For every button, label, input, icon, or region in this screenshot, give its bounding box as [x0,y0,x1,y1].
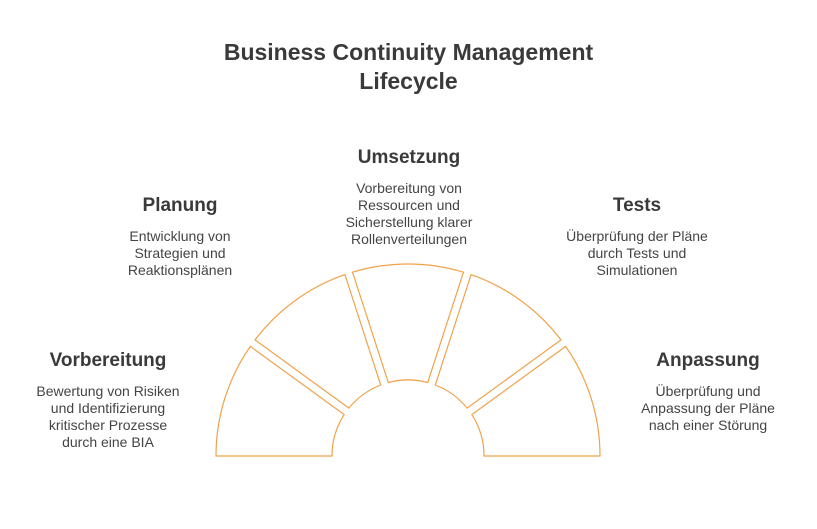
title-line-1: Business Continuity Management [223,39,594,65]
desc-line: und Identifizierung [50,400,166,416]
desc-line: Strategien und [134,245,226,261]
stage-tests: Tests Überprüfung der Pläne durch Tests … [537,194,737,279]
stage-description: Bewertung von Risiken und Identifizierun… [18,383,198,451]
desc-line: Anpassung der Pläne [641,400,775,416]
stage-description: Entwicklung von Strategien und Reaktions… [90,228,270,279]
stage-anpassung: Anpassung Überprüfung und Anpassung der … [612,349,804,434]
segment-vorbereitung [215,345,346,457]
stage-title: Planung [142,195,218,216]
stage-description: Überprüfung und Anpassung der Pläne nach… [612,383,804,434]
segment-umsetzung [351,263,465,384]
title-line-2: Lifecycle [359,68,458,94]
desc-line: Rollenverteilungen [351,231,467,247]
stage-title: Umsetzung [357,147,461,168]
segment-planung [254,273,382,409]
desc-line: Sicherstellung klarer [345,214,473,230]
stage-description: Vorbereitung von Ressourcen und Sicherst… [313,180,505,248]
stage-umsetzung: Umsetzung Vorbereitung von Ressourcen un… [313,146,505,248]
stage-description: Überprüfung der Pläne durch Tests und Si… [537,228,737,279]
desc-line: Ressourcen und [358,197,460,213]
desc-line: durch Tests und [587,245,687,261]
desc-line: Vorbereitung von [356,180,462,196]
desc-line: Simulationen [596,262,678,278]
desc-line: kritischer Prozesse [48,417,168,433]
stage-planung: Planung Entwicklung von Strategien und R… [90,194,270,279]
desc-line: Überprüfung der Pläne [566,228,708,244]
desc-line: Überprüfung und [655,383,761,399]
stage-title: Anpassung [656,350,760,371]
segment-tests [434,273,562,409]
desc-line: nach einer Störung [648,417,768,433]
stage-title: Tests [612,195,662,216]
stage-vorbereitung: Vorbereitung Bewertung von Risiken und I… [18,349,198,451]
desc-line: Bewertung von Risiken [36,383,180,399]
stage-title: Vorbereitung [49,350,167,371]
desc-line: Entwicklung von [129,228,231,244]
segment-anpassung [470,345,601,457]
diagram-title: Business Continuity Management Lifecycle [0,38,817,96]
desc-line: durch eine BIA [62,434,154,450]
desc-line: Reaktionsplänen [127,262,233,278]
